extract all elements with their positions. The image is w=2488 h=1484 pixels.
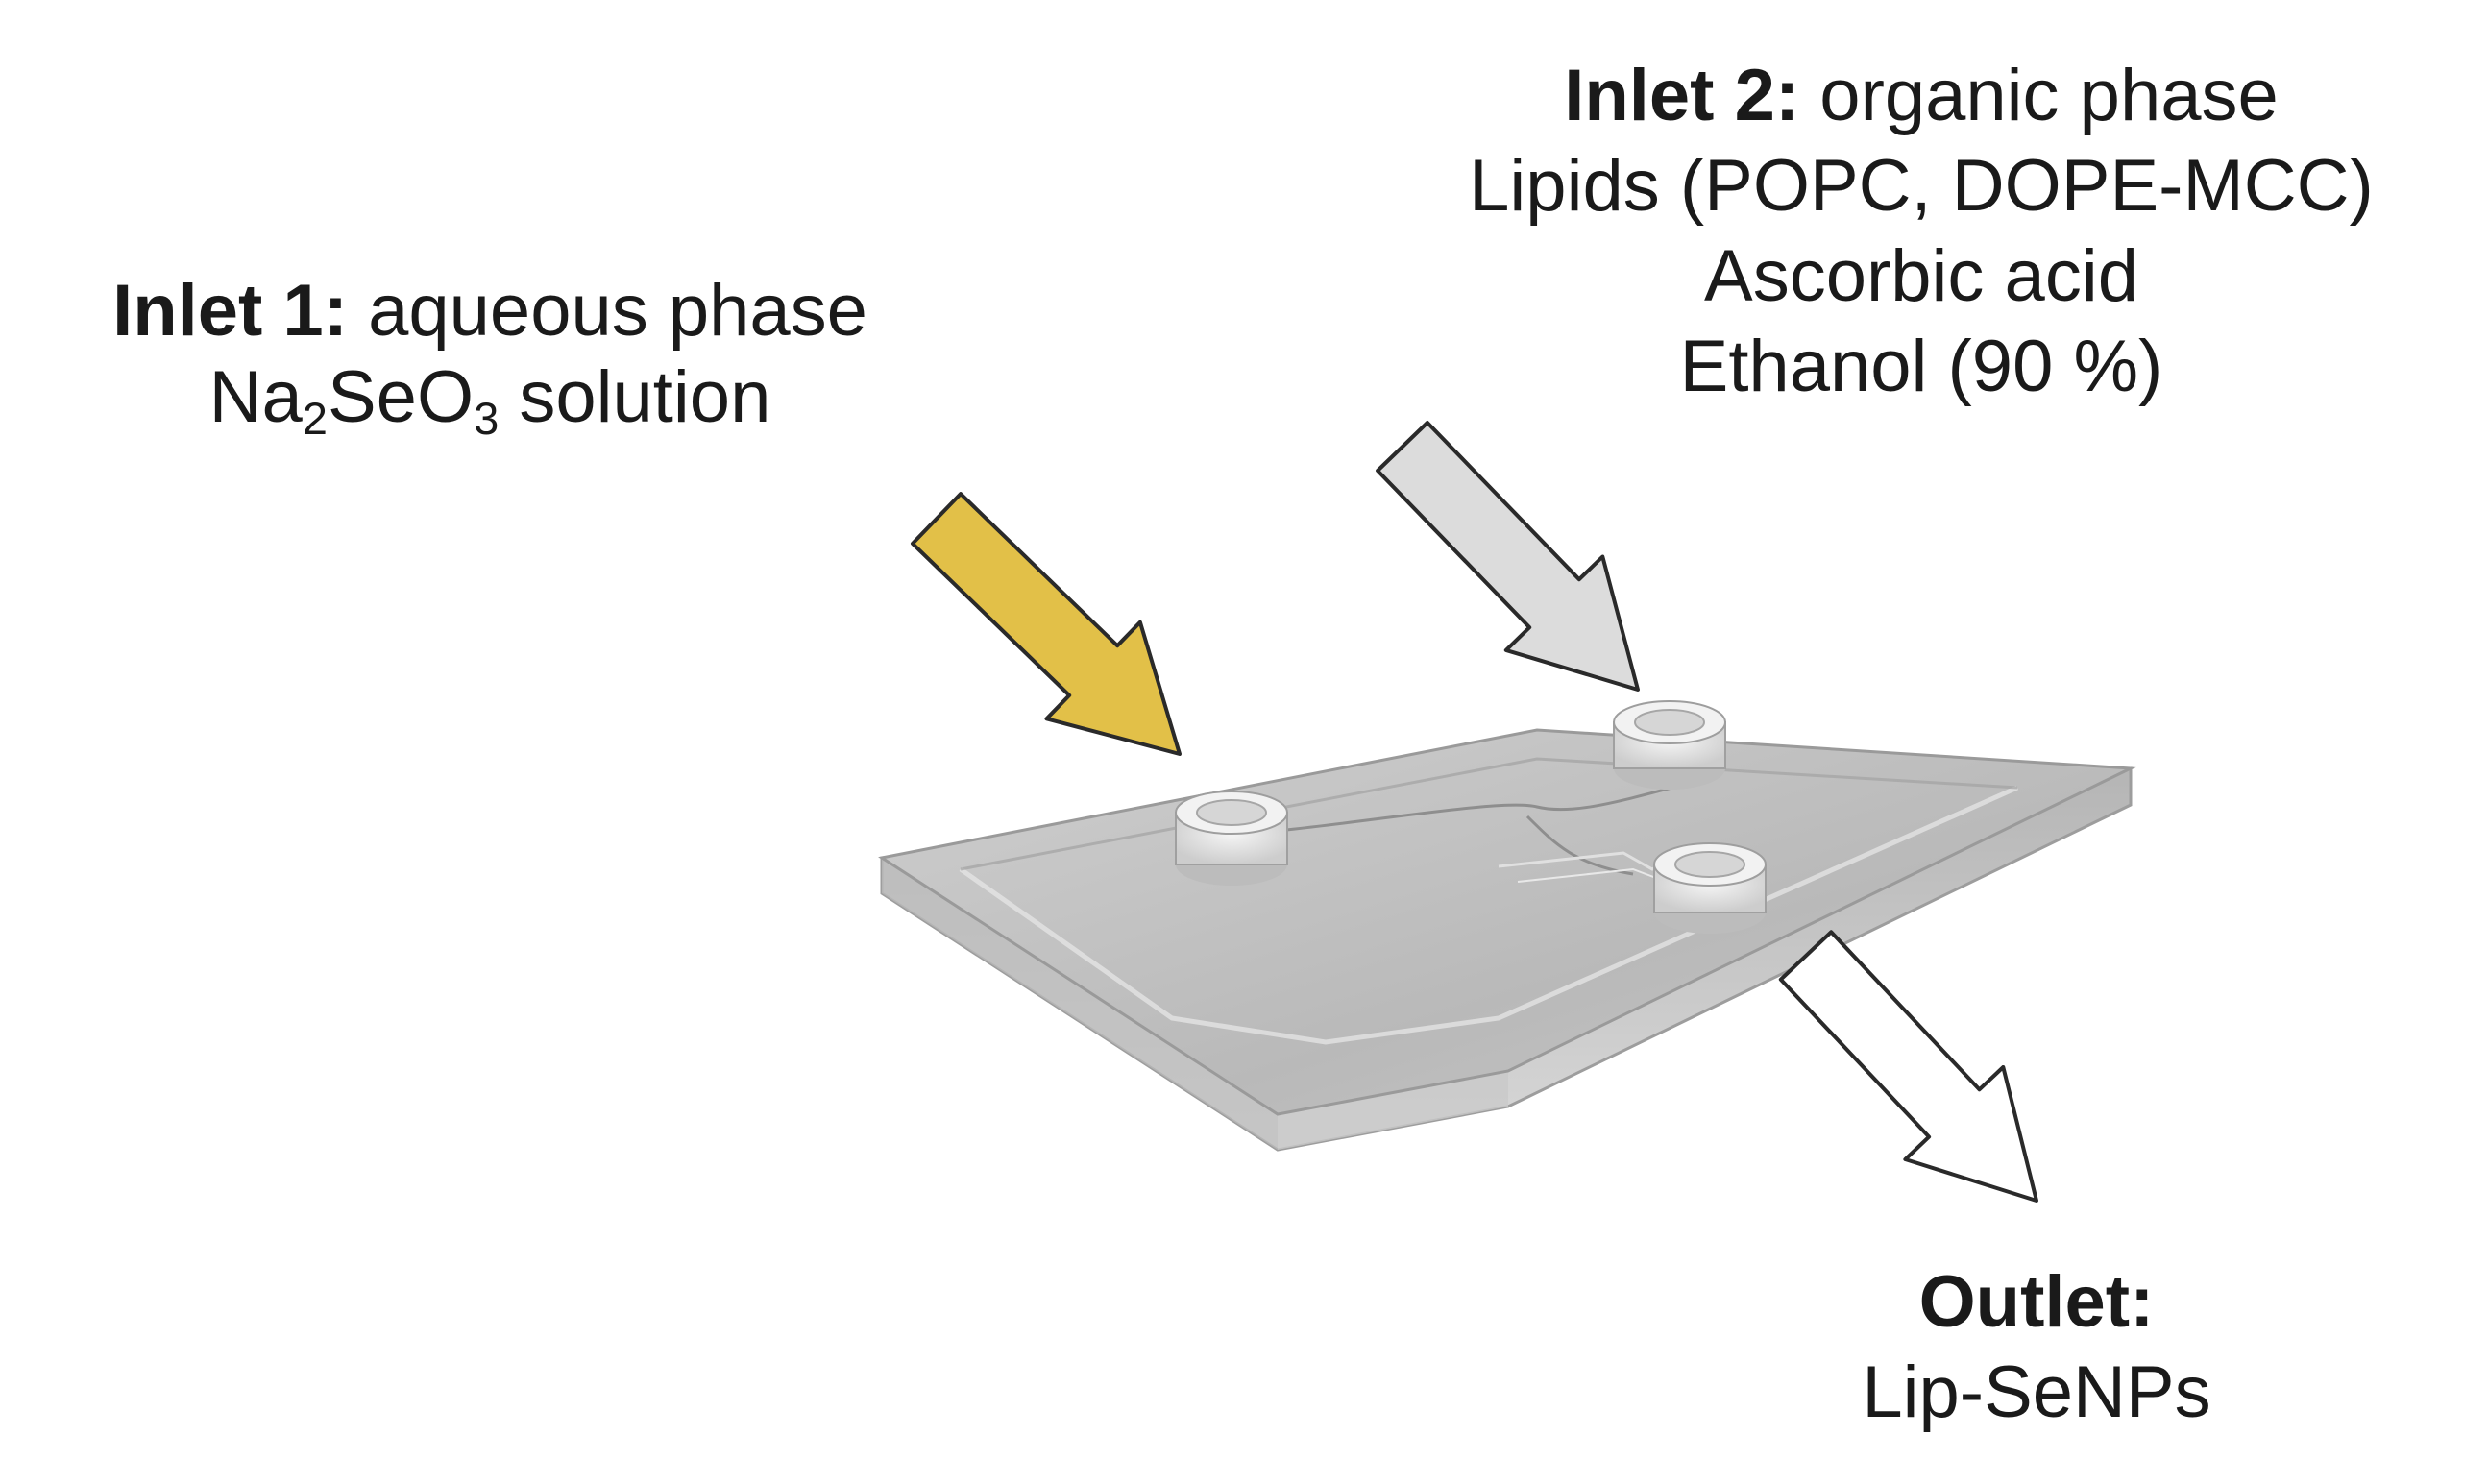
inlet-1-solution: Na2SeO3 solution (29, 361, 951, 442)
outlet-arrow (1778, 930, 2038, 1203)
inlet-2-lipids: Lipids (POPC, DOPE-MCC) (1469, 145, 2374, 227)
solution-formula-na: Na (208, 356, 303, 438)
solution-formula-sub-3: 3 (474, 393, 500, 445)
solution-word: solution (519, 356, 771, 438)
outlet-product: Lip-SeNPs (1862, 1351, 2211, 1433)
inlet-2-label: Inlet 2: organic phase Lipids (POPC, DOP… (1364, 60, 2478, 403)
outlet-label: Outlet: Lip-SeNPs (1806, 1266, 2267, 1429)
solution-formula-sub-2: 2 (302, 393, 328, 445)
inlet-2-ethanol: Ethanol (90 %) (1679, 326, 2163, 407)
solution-formula-seo: SeO (327, 356, 475, 438)
inlet-1-port (1175, 791, 1288, 886)
inlet-2-phase: organic phase (1819, 55, 2279, 136)
inlet-1-phase: aqueous phase (368, 270, 867, 352)
outlet-heading-text: Outlet: (1918, 1261, 2155, 1343)
inlet-2-arrow (1376, 421, 1640, 692)
inlet-1-arrow (911, 492, 1182, 756)
outlet-port (1653, 842, 1767, 934)
inlet-2-heading: Inlet 2: (1564, 55, 1800, 136)
outlet-heading: Outlet: (1806, 1266, 2267, 1339)
inlet-2-title-line: Inlet 2: organic phase (1364, 60, 2478, 133)
inlet-2-ascorbic-acid: Ascorbic acid (1704, 235, 2138, 317)
inlet-1-title-line: Inlet 1: aqueous phase (29, 275, 951, 348)
inlet-1-heading: Inlet 1: (112, 270, 348, 352)
inlet-2-port (1613, 700, 1726, 790)
inlet-1-label: Inlet 1: aqueous phase Na2SeO3 solution (29, 275, 951, 442)
